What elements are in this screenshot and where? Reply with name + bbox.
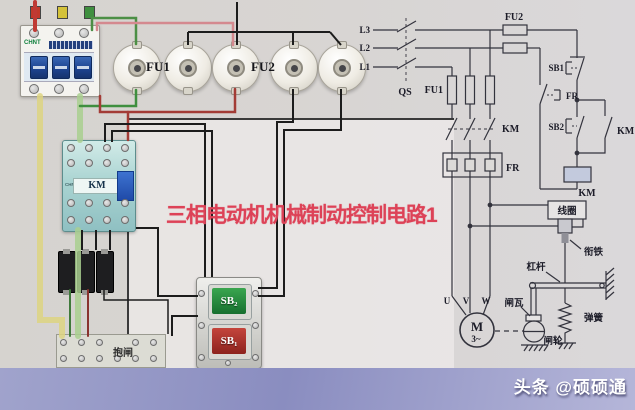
breaker-screw: [29, 28, 39, 38]
diagram-title: 三相电动机机械制动控制电路1: [166, 204, 438, 227]
start-button-green: SB₂: [208, 284, 252, 320]
contactor: CHNT KM: [62, 140, 136, 232]
white-backdrop-panel: [127, 118, 454, 370]
photo-fu1-label: FU1: [146, 59, 170, 74]
stop-button-red: SB₁: [208, 324, 252, 360]
armature-label: 衔铁: [584, 246, 604, 258]
pushbutton-station: SB₂ SB₁: [196, 277, 262, 369]
brake-shoe-label: 闸瓦: [504, 297, 524, 309]
breaker-screw: [54, 28, 64, 38]
sb2-label: SB2: [548, 122, 564, 132]
breaker-toggle: [52, 56, 70, 79]
terminal-strip: 抱闸: [56, 334, 166, 368]
motor-m-label: M: [471, 319, 483, 334]
motor-phase-label: 3~: [471, 334, 481, 344]
breaker-screw: [29, 84, 39, 94]
breaker-screw: [79, 28, 89, 38]
breaker-toggle: [74, 56, 92, 79]
terminal-v-label: V: [463, 296, 470, 306]
circuit-breaker: CHNT: [20, 25, 100, 97]
phase-l3-label: L3: [359, 25, 370, 35]
bottom-bar: 头条 @硕硕通: [0, 368, 635, 410]
km-aux-label: KM: [617, 126, 635, 137]
brake-wheel-label: 闸轮: [543, 335, 563, 347]
fu1-label: FU1: [425, 85, 443, 96]
fu2-label: FU2: [505, 12, 523, 23]
km-coil-label: KM: [578, 188, 596, 199]
contactor-side-module: [117, 171, 134, 201]
lever-label: 杠杆: [526, 261, 546, 273]
fr-main-label: FR: [506, 163, 520, 174]
fuse-holder-2: [164, 41, 212, 95]
km-main-label: KM: [502, 124, 520, 135]
breaker-brand: CHNT: [24, 40, 41, 46]
breaker-screw: [79, 84, 89, 94]
brake-terminal-blocks: [58, 249, 114, 295]
green-terminal-lug: [84, 6, 95, 19]
yellow-terminal-lug: [57, 6, 68, 19]
red-terminal-lug: [30, 6, 41, 19]
fuse-holder-5: [318, 41, 366, 95]
fr-contact-label: FR: [566, 91, 578, 101]
sb1-label: SB1: [548, 63, 564, 73]
fuse-holder-3: [212, 41, 260, 95]
brake-coil-label: 线圈: [557, 205, 576, 217]
breaker-toggle: [30, 56, 48, 79]
contactor-brand: CHNT: [65, 182, 78, 187]
terminal-strip-label: 抱闸: [113, 348, 133, 359]
fuse-holder-4: [270, 41, 318, 95]
watermark: 头条 @硕硕通: [513, 378, 627, 397]
phase-l2-label: L2: [359, 43, 370, 53]
qs-label: QS: [398, 87, 412, 98]
breaker-face: [24, 52, 94, 82]
stop-button-label: SB₁: [212, 328, 246, 354]
start-button-label: SB₂: [212, 288, 246, 314]
terminal-w-label: W: [482, 296, 491, 306]
breaker-model-band: [49, 41, 93, 49]
spring-label: 弹簧: [584, 312, 604, 324]
photo-fu2-label: FU2: [251, 59, 275, 74]
contactor-label: KM: [73, 178, 121, 194]
breaker-screw: [54, 84, 64, 94]
